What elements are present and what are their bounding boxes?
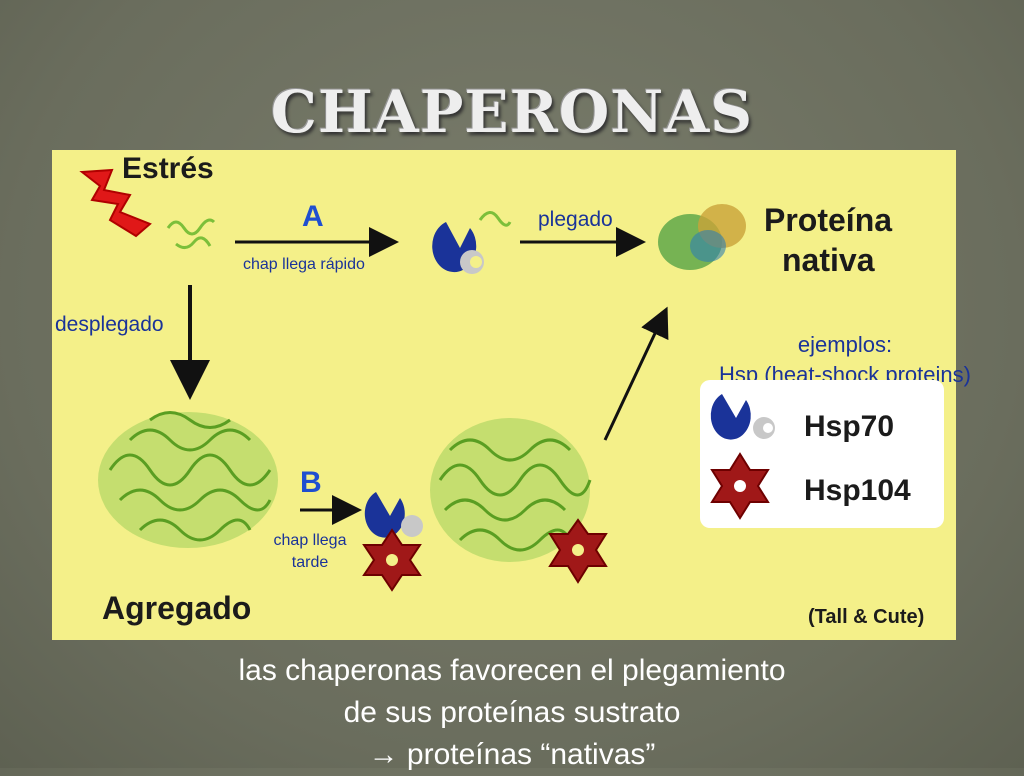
folded-label: plegado — [538, 208, 613, 231]
slide-title: CHAPERONAS — [270, 78, 754, 146]
examples-line1: ejemplos: — [797, 332, 893, 357]
aggregate-label: Agregado — [102, 590, 252, 626]
slide-caption: las chaperonas favorecen el plegamiento … — [0, 650, 1024, 776]
hsp70-hsp104-complex-icon — [362, 492, 423, 592]
step-b-note-line1: chap llega — [273, 532, 347, 549]
caption-line2: de sus proteínas sustrato — [343, 696, 681, 729]
native-label-line2: nativa — [782, 242, 875, 278]
step-b-note: chap llega tarde — [262, 530, 358, 574]
step-a-note: chap llega rápido — [243, 256, 365, 273]
legend-box: Hsp70 Hsp104 — [700, 380, 944, 528]
hsp104-on-aggregate-icon — [548, 518, 608, 584]
unfolded-label: desplegado — [55, 313, 164, 336]
unfolded-protein-icon — [166, 218, 216, 249]
hsp70-chaperone-icon — [432, 211, 512, 274]
caption-line3: → proteínas “nativas” — [368, 738, 656, 771]
legend-hsp104-icon — [710, 452, 770, 520]
stress-label: Estrés — [122, 152, 214, 185]
step-a-label: A — [302, 200, 324, 233]
legend-hsp104-label: Hsp104 — [804, 474, 911, 507]
credit-label: (Tall & Cute) — [808, 606, 925, 628]
aggregate-icon — [98, 411, 278, 548]
native-label-line1: Proteína — [764, 202, 893, 238]
legend-graphics — [710, 394, 775, 520]
legend-hsp70-label: Hsp70 — [804, 410, 895, 443]
arrow-up — [603, 306, 669, 441]
step-b-label: B — [300, 466, 322, 499]
step-b-note-line2: tarde — [291, 554, 329, 571]
lightning-icon — [79, 168, 152, 238]
legend-hsp70-icon — [710, 394, 775, 440]
native-protein-icon — [658, 204, 746, 270]
caption-line1: las chaperonas favorecen el plegamiento — [238, 654, 786, 687]
aggregate-with-chaperones-icon — [430, 418, 592, 562]
native-label: Proteína nativa — [764, 200, 892, 280]
